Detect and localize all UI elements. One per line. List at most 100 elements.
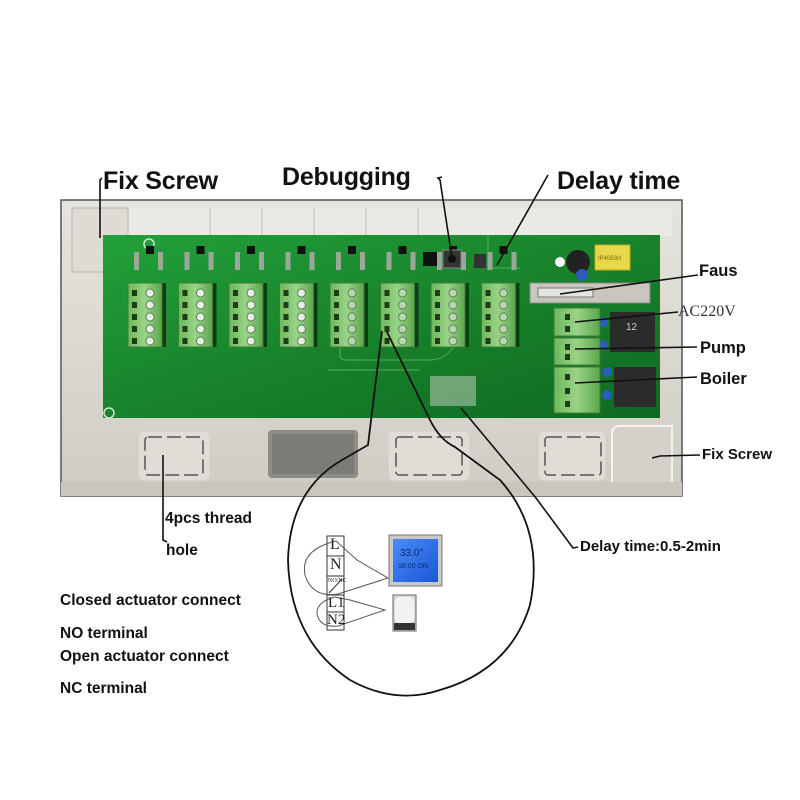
terminal-screw	[145, 288, 155, 298]
terminal-screw	[196, 336, 205, 346]
zone-terminal-block	[430, 282, 469, 348]
terminal-screw	[297, 312, 306, 322]
label-fix-screw-top: Fix Screw	[103, 167, 218, 195]
terminal-screw	[448, 312, 458, 322]
terminal-screw	[347, 336, 357, 346]
label-fix-screw-right: Fix Screw	[702, 446, 773, 463]
zone-terminal-block	[228, 282, 267, 348]
leader-lines	[99, 174, 701, 549]
label-boiler: Boiler	[700, 370, 747, 388]
thread-hole-pocket	[537, 430, 607, 482]
leader-ac220v	[574, 311, 679, 323]
thermostat-sub: 16:00 ON	[398, 563, 428, 570]
label-thread-hole-2: hole	[166, 542, 198, 559]
smd-component-group	[235, 246, 264, 270]
terminal-row-n: N	[330, 556, 342, 573]
label-pump: Pump	[700, 339, 746, 357]
terminal-screw	[398, 288, 407, 298]
terminal-screw	[246, 288, 256, 298]
svg-text:IP4063H: IP4063H	[598, 256, 621, 262]
terminal-screw	[347, 288, 357, 298]
zone-terminal-block	[127, 282, 166, 348]
terminal-screw	[499, 324, 508, 334]
smd-component-group	[487, 246, 517, 270]
terminal-screw	[196, 324, 205, 334]
terminal-screw	[297, 336, 306, 346]
terminal-screw	[499, 312, 508, 322]
terminal-screw	[246, 336, 256, 346]
terminal-screw	[499, 288, 508, 298]
terminal-screw	[297, 288, 306, 298]
zone-terminal-block	[279, 282, 318, 348]
label-debugging: Debugging	[282, 163, 411, 191]
terminal-screw	[297, 324, 306, 334]
terminal-screw	[398, 324, 407, 334]
terminal-screw	[196, 300, 205, 310]
terminal-screw	[297, 300, 306, 310]
leader-faus	[559, 274, 699, 295]
svg-text:12: 12	[626, 322, 638, 333]
terminal-row-no-nc: NO/NC	[328, 578, 347, 584]
label-faus: Faus	[699, 262, 738, 280]
leader-delay-range	[460, 407, 579, 549]
terminal-screw	[196, 312, 205, 322]
leader-fix-screw-right	[651, 454, 701, 459]
terminal-screw	[448, 288, 458, 298]
zone-terminal-block	[329, 282, 368, 348]
smd-component-group	[285, 246, 315, 270]
leader-thread-hole	[162, 455, 168, 543]
label-delay-time: Delay time	[557, 167, 681, 195]
terminal-screw	[448, 324, 458, 334]
terminal-screw	[499, 336, 508, 346]
leader-delay-time	[496, 174, 549, 266]
smd-component-group	[336, 246, 365, 270]
smd-component-group	[134, 246, 163, 270]
smd-component-group	[386, 246, 416, 270]
terminal-row-l1: L1	[328, 595, 345, 611]
label-open-actuator: Open actuator connect	[60, 648, 229, 665]
terminal-screw	[448, 336, 458, 346]
leader-debugging	[436, 176, 453, 259]
terminal-screw	[448, 300, 458, 310]
label-ac220v: AC220V	[678, 303, 736, 320]
terminal-screw	[246, 312, 256, 322]
leader-boiler	[574, 376, 698, 384]
label-thread-hole-1: 4pcs thread	[165, 510, 253, 527]
label-closed-actuator: Closed actuator connect	[60, 592, 241, 609]
zone-terminal-block	[481, 282, 520, 348]
terminal-screw	[246, 324, 256, 334]
terminal-screw	[398, 336, 407, 346]
thread-hole-pocket	[387, 430, 471, 482]
power-terminal-block	[553, 307, 601, 414]
label-no-terminal: NO terminal	[60, 625, 148, 642]
zone-terminal-block	[380, 282, 419, 348]
thermostat-temp: 33.0°	[400, 548, 424, 559]
zone-terminal-block	[178, 282, 217, 348]
terminal-screw	[347, 312, 357, 322]
terminal-screw	[499, 300, 508, 310]
leader-fix-screw-top	[99, 177, 103, 238]
terminal-diagram	[303, 534, 443, 632]
leader-pump	[574, 346, 698, 350]
terminal-screw	[347, 324, 357, 334]
terminal-screw	[347, 300, 357, 310]
terminal-screw	[145, 300, 155, 310]
terminal-row-l: L	[330, 536, 340, 553]
detail-magnifier	[287, 330, 535, 697]
terminal-row-n2: N2	[327, 612, 346, 628]
thermostat-illustration	[388, 534, 443, 587]
terminal-screw	[398, 312, 407, 322]
smd-component-group	[184, 246, 214, 270]
terminal-screw	[145, 336, 155, 346]
terminal-screw	[398, 300, 407, 310]
terminal-screw	[145, 324, 155, 334]
terminal-screw	[196, 288, 205, 298]
pcb-board: IP4063H 12	[103, 235, 660, 419]
label-delay-time-range: Delay time:0.5-2min	[580, 538, 721, 555]
label-nc-terminal: NC terminal	[60, 680, 147, 697]
actuator-illustration	[392, 594, 417, 632]
thread-hole-pocket	[137, 430, 211, 482]
terminal-screw	[246, 300, 256, 310]
terminal-screw	[145, 312, 155, 322]
